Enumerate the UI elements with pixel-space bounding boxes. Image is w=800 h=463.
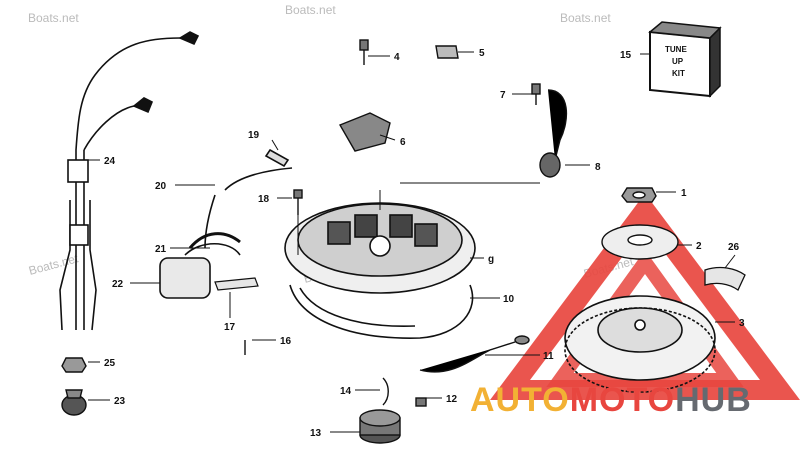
callout-label: 19 — [248, 130, 260, 141]
callout-label: 12 — [446, 394, 458, 405]
callout-label: 13 — [310, 428, 322, 439]
washer-plate — [601, 224, 679, 260]
callout-label: 15 — [620, 50, 632, 61]
brand-logo-moto: MOTO — [569, 381, 676, 419]
callout-label: 26 — [728, 242, 740, 253]
callout-label: 24 — [104, 156, 116, 167]
callout-label: 18 — [258, 194, 270, 205]
callout-label: 20 — [155, 181, 167, 192]
leader-lines — [84, 51, 736, 433]
tune-up-kit-label: TUNE — [665, 45, 687, 54]
lower-parts — [61, 335, 530, 444]
wire-harness — [59, 31, 200, 331]
callout-label: 21 — [155, 244, 167, 255]
small-parts — [293, 39, 568, 215]
callout-label: g — [488, 254, 494, 265]
callout-label: 5 — [479, 48, 485, 59]
tune-up-kit-label: UP — [672, 57, 684, 66]
watermark: Boats.net — [560, 11, 611, 25]
callout-label: 11 — [543, 351, 554, 362]
callout-label: 7 — [500, 90, 506, 101]
watermark: Boats.net — [27, 251, 80, 278]
tune-up-kit-label: KIT — [672, 69, 685, 78]
callout-label: 2 — [696, 241, 702, 252]
callout-label: 3 — [739, 318, 745, 329]
callout-label: 16 — [280, 336, 292, 347]
brand-logo-auto: AUTO — [470, 381, 570, 419]
watermark: Boats.net — [28, 11, 79, 25]
flywheel — [564, 295, 716, 393]
watermark: Boats.net — [285, 3, 336, 17]
callout-label: 1 — [681, 188, 687, 199]
callout-label: 6 — [400, 137, 406, 148]
callout-label: 8 — [595, 162, 601, 173]
callout-label: 23 — [114, 396, 126, 407]
callout-label: 10 — [503, 294, 515, 305]
spark-plug-lead — [264, 148, 290, 168]
callout-label: 25 — [104, 358, 116, 369]
callout-label: 22 — [112, 279, 124, 290]
brand-logo-hub: HUB — [675, 381, 752, 419]
key-part — [214, 277, 259, 291]
flywheel-nut — [621, 187, 657, 203]
woodruff-key — [704, 266, 746, 291]
callout-labels: 1 2 3 4 5 6 7 8 g 10 11 12 13 14 15 16 1… — [104, 48, 745, 439]
callout-label: 17 — [224, 322, 236, 333]
tune-up-kit-box: TUNE UP KIT — [648, 21, 722, 98]
stator-assembly — [284, 202, 476, 339]
ignition-coil — [159, 167, 293, 299]
brand-logo: AUTOMOTOHUB — [470, 380, 795, 420]
callout-label: 4 — [394, 52, 400, 63]
callout-label: 14 — [340, 386, 352, 397]
